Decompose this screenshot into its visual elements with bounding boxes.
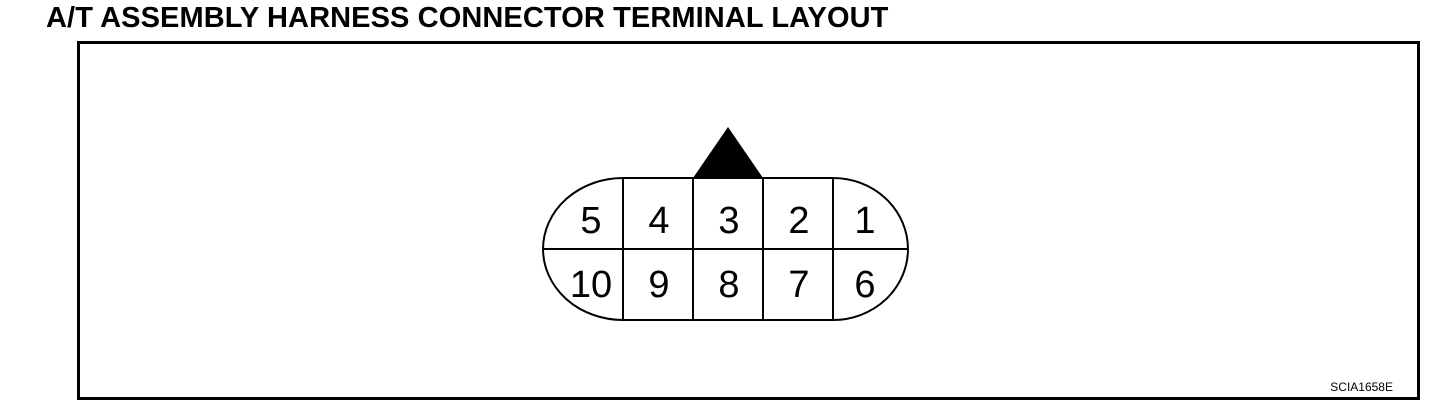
terminal-5: 5 — [580, 200, 601, 242]
figure-code: SCIA1658E — [1330, 380, 1393, 394]
terminal-1: 1 — [854, 200, 875, 242]
terminal-2: 2 — [788, 200, 809, 242]
page-title: A/T ASSEMBLY HARNESS CONNECTOR TERMINAL … — [46, 2, 889, 34]
terminal-3: 3 — [718, 200, 739, 242]
terminal-labels: 5 4 3 2 1 10 9 8 7 6 — [570, 200, 876, 306]
terminal-7: 7 — [788, 264, 809, 306]
terminal-4: 4 — [648, 200, 669, 242]
terminal-6: 6 — [854, 264, 875, 306]
terminal-8: 8 — [718, 264, 739, 306]
terminal-10: 10 — [570, 264, 612, 306]
diagram-frame: 5 4 3 2 1 10 9 8 7 6 SCIA1658E — [77, 41, 1420, 400]
connector-outline — [542, 177, 909, 321]
locking-tab-triangle — [693, 127, 763, 178]
connector-diagram: 5 4 3 2 1 10 9 8 7 6 — [542, 127, 909, 321]
terminal-9: 9 — [648, 264, 669, 306]
